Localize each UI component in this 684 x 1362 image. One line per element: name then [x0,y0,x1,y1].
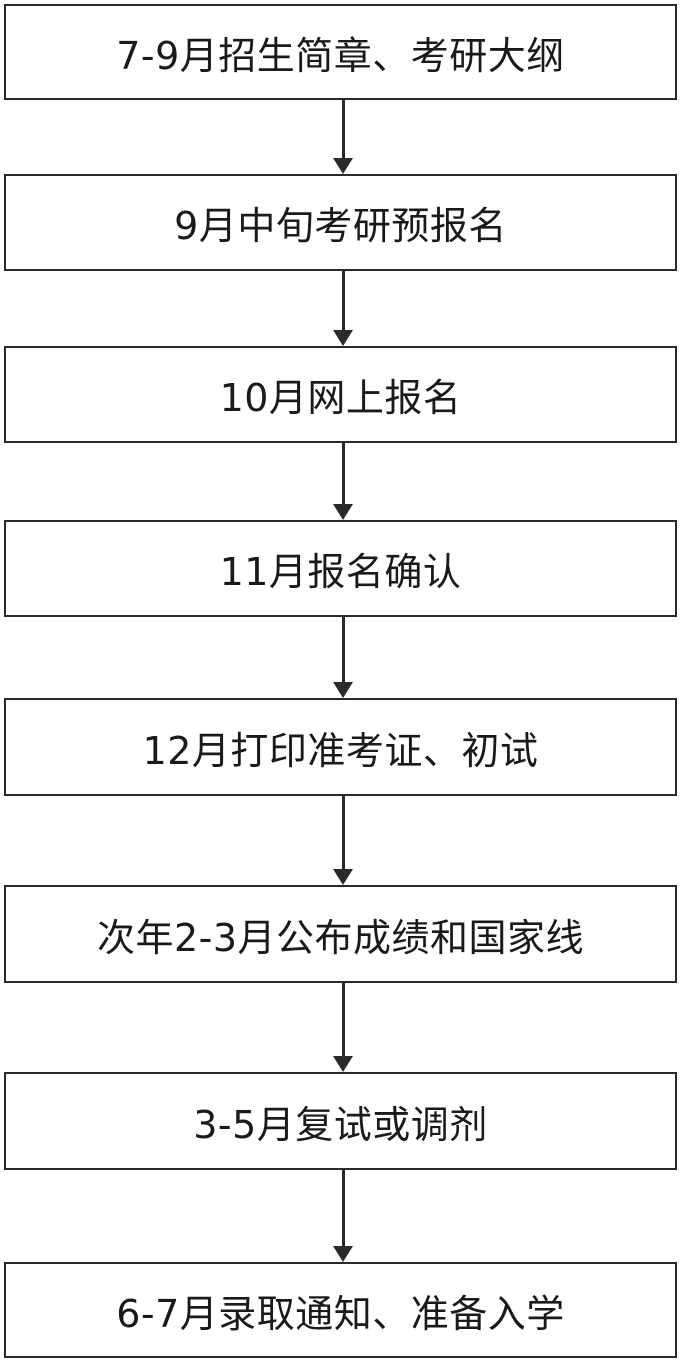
step-box-5: 12月打印准考证、初试 [4,698,677,796]
arrow-3-to-4 [333,443,353,520]
arrow-6-to-7 [333,983,353,1072]
arrow-7-to-8 [333,1170,353,1262]
step-box-1: 7-9月招生简章、考研大纲 [4,4,677,100]
step-label-4: 11月报名确认 [219,550,462,594]
step-label-8: 6-7月录取通知、准备入学 [116,1291,565,1336]
arrow-5-to-6 [333,796,353,885]
arrow-1-to-2 [333,100,353,174]
step-label-2: 9月中旬考研预报名 [174,204,507,248]
arrow-2-to-3 [333,271,353,346]
step-label-7: 3-5月复试或调剂 [193,1102,488,1147]
step-label-1: 7-9月招生简章、考研大纲 [116,33,565,78]
arrow-4-to-5 [333,617,353,698]
step-box-8: 6-7月录取通知、准备入学 [4,1262,677,1358]
step-label-6: 次年2-3月公布成绩和国家线 [96,915,585,960]
step-box-3: 10月网上报名 [4,346,677,443]
step-label-5: 12月打印准考证、初试 [142,728,539,773]
step-label-3: 10月网上报名 [219,376,462,420]
step-box-2: 9月中旬考研预报名 [4,174,677,271]
step-box-6: 次年2-3月公布成绩和国家线 [4,885,677,983]
step-box-4: 11月报名确认 [4,520,677,617]
step-box-7: 3-5月复试或调剂 [4,1072,677,1170]
